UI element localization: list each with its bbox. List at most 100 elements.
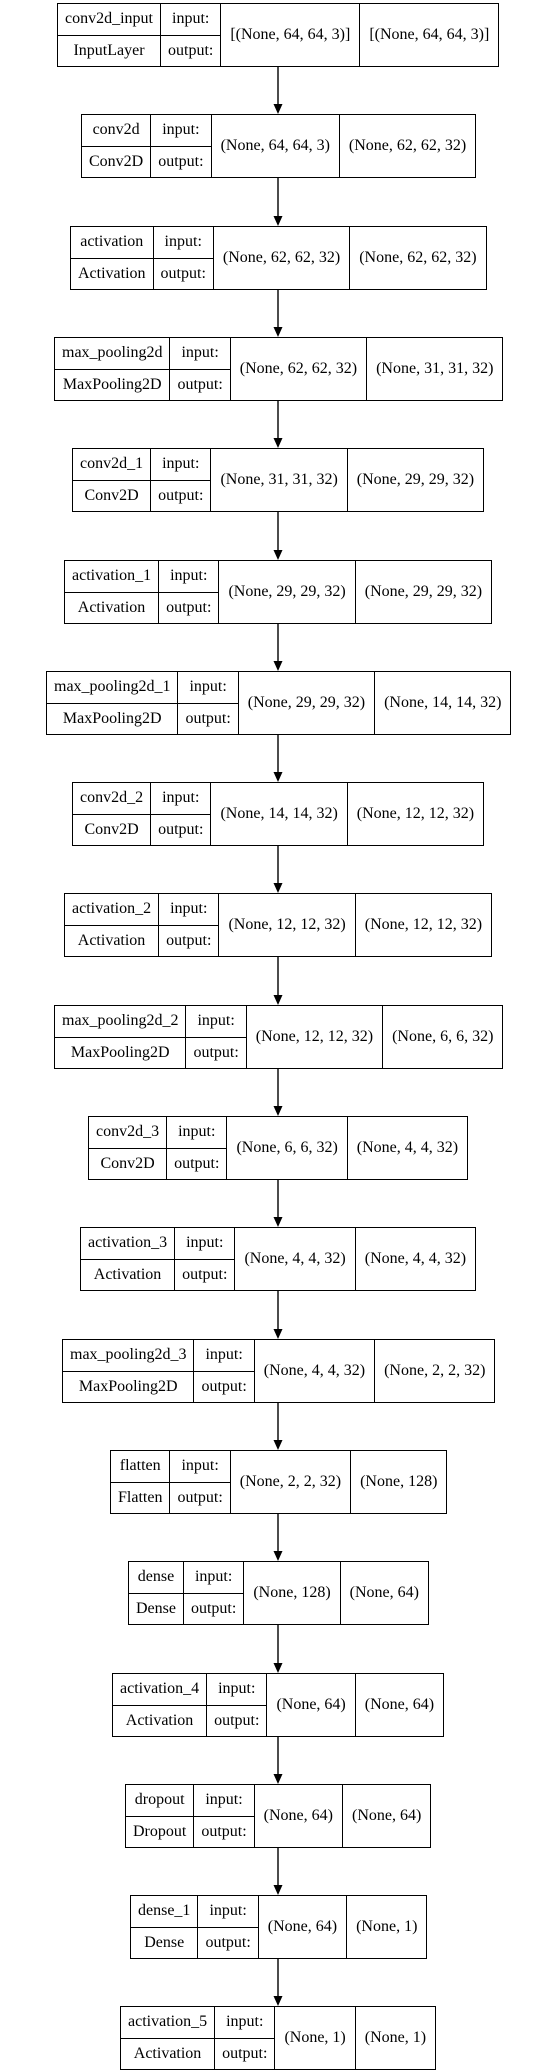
output-label: output: (183, 1592, 244, 1625)
output-shape: (None, 64) (351, 1807, 422, 1824)
layer-name: dense (137, 1568, 175, 1586)
io-label-cell: input: output: (153, 227, 214, 290)
input-shape: (None, 62, 62, 32) (231, 338, 368, 400)
input-shape: (None, 1) (275, 2007, 356, 2069)
output-shape: (None, 31, 31, 32) (376, 360, 494, 377)
input-label: input: (186, 1234, 224, 1252)
io-label-cell: input:output: (151, 115, 212, 178)
layer-type: Conv2D (89, 1147, 167, 1180)
output-shape: (None, 6, 6, 32) (392, 1028, 494, 1045)
arrow-head-icon (273, 661, 283, 671)
arrow-head-icon (273, 104, 283, 114)
input-shape: (None, 12, 12, 32) (247, 1006, 384, 1068)
output-shape: (None, 29, 29, 32) (364, 583, 483, 600)
input-shape: (None, 64) (259, 1896, 348, 1958)
output-label: output: (151, 145, 211, 178)
output-shape: (None, 2, 2, 32) (384, 1362, 486, 1379)
input-shape: (None, 128) (244, 1562, 341, 1624)
layer-type: Activation (81, 1258, 175, 1291)
layer-name: conv2d_2 (80, 789, 144, 807)
output-label: output: (186, 1036, 246, 1069)
input-label: input: (164, 233, 202, 251)
output-label: output: (151, 479, 211, 512)
input-shape: (None, 2, 2, 32) (231, 1451, 352, 1513)
output-label: output: (151, 813, 211, 846)
input-label: input: (194, 1568, 233, 1586)
output-shape: (None, 14, 14, 32) (384, 694, 502, 711)
layer-name: max_pooling2d (62, 344, 163, 362)
layer-name: activation_3 (88, 1234, 168, 1252)
layer-name: activation_5 (128, 2013, 208, 2031)
input-shape: (None, 12, 12, 32) (219, 894, 356, 956)
input-label: input: (172, 10, 210, 28)
output-shape: (None, 12, 12, 32) (356, 805, 475, 822)
output-shape: (None, 29, 29, 32) (356, 471, 475, 488)
io-label-cell: input:output: (215, 2007, 276, 2069)
arrow-head-icon (273, 1440, 283, 1450)
input-label: input: (181, 344, 219, 362)
input-shape: (None, 4, 4, 32) (235, 1228, 356, 1290)
input-shape: (None, 29, 29, 32) (219, 561, 356, 623)
layer-type: Dense (131, 1926, 198, 1959)
output-shape: (None, 62, 62, 32) (359, 249, 477, 266)
output-label: output: (198, 1926, 258, 1959)
io-label-cell: input:output: (194, 1340, 255, 1402)
layer-type: Conv2D (73, 813, 151, 846)
output-shape: (None, 64) (364, 1696, 435, 1713)
output-label: output: (194, 1815, 254, 1848)
arrow-head-icon (273, 1217, 283, 1227)
input-label: input: (209, 1902, 247, 1920)
layer-type: Dropout (126, 1815, 194, 1848)
output-label: output: (207, 1704, 267, 1737)
output-shape: (None, 12, 12, 32) (364, 916, 483, 933)
output-shape: (None, 62, 62, 32) (348, 137, 467, 154)
layer-name: activation (80, 233, 144, 251)
arrow-head-icon (273, 550, 283, 560)
arrow-head-icon (273, 438, 283, 448)
arrow-head-icon (273, 995, 283, 1005)
output-shape: (None, 64) (349, 1584, 419, 1601)
output-label: output: (178, 702, 238, 735)
input-label: input: (181, 1457, 219, 1475)
io-label-cell: input:output: (151, 783, 212, 846)
io-label-cell: input:output: (207, 1674, 268, 1737)
layer-type: Activation (121, 2037, 215, 2070)
input-shape: (None, 64) (255, 1785, 343, 1847)
output-label: output: (170, 368, 230, 401)
output-shape: (None, 1) (364, 2029, 427, 2046)
io-label-cell: input:output: (167, 1117, 228, 1179)
io-label-cell: input:output: (151, 449, 212, 512)
layer-type: MaxPooling2D (63, 1370, 194, 1403)
output-label: output: (170, 1481, 230, 1514)
layer-name: conv2d_1 (80, 455, 144, 473)
arrow-head-icon (273, 1774, 283, 1784)
io-label-cell: input: output: (183, 1562, 245, 1625)
layer-type: Dense (129, 1592, 183, 1625)
input-label: input: (205, 1346, 243, 1364)
output-label: output: (153, 257, 213, 290)
arrow-head-icon (273, 327, 283, 337)
output-label: output: (161, 34, 221, 67)
output-shape: (None, 1) (356, 1918, 418, 1935)
input-shape: (None, 64) (267, 1674, 356, 1736)
layer-name: activation_2 (72, 900, 152, 918)
layer-name: activation_4 (120, 1680, 200, 1698)
layer-name: max_pooling2d_2 (62, 1012, 179, 1030)
